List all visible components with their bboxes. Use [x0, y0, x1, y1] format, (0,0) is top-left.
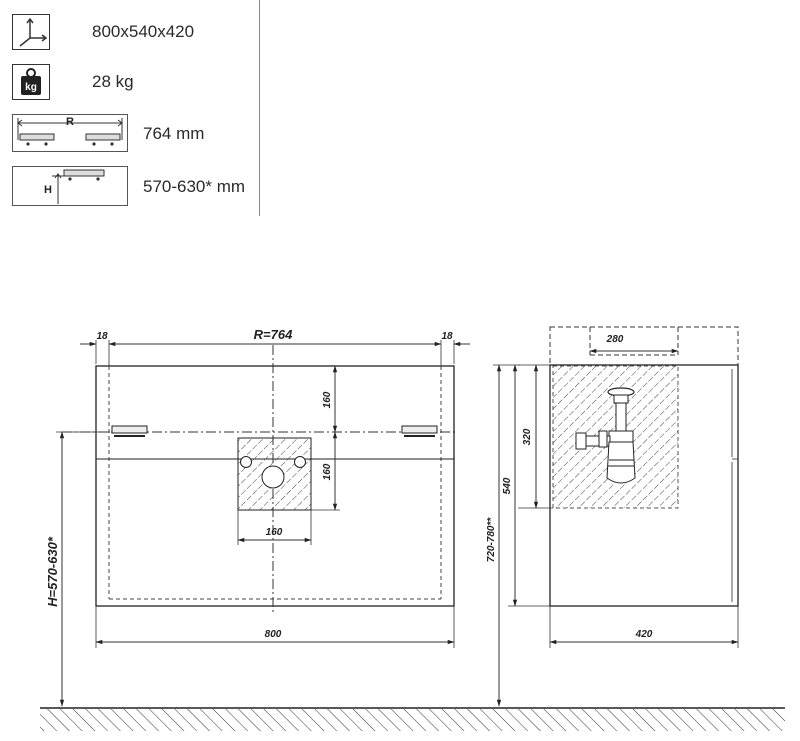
dimensions-text: 800x540x420	[92, 22, 195, 41]
height-320-label: 320	[522, 428, 533, 445]
rail-distance-icon: R	[12, 114, 128, 152]
weight-icon-label: kg	[25, 82, 37, 93]
margin-right-label: 18	[441, 331, 453, 342]
height-540-label: 540	[502, 477, 513, 494]
spec-dimensions: 800x540x420	[12, 14, 194, 50]
plumbing-cutout	[237, 437, 312, 511]
total-depth-label: 420	[635, 629, 653, 640]
height-lower-label: 160	[322, 463, 333, 480]
mount-height-label: H=570-630*	[45, 536, 60, 607]
weight-icon: kg	[12, 64, 50, 100]
total-height-label: 720-780**	[486, 517, 497, 563]
rail-icon-label: R	[66, 116, 74, 128]
mount-height-text: 570-630* mm	[143, 177, 246, 196]
rail-distance-label: R=764	[254, 327, 293, 342]
floor	[40, 707, 785, 731]
mount-height-icon: H	[12, 166, 128, 206]
spec-rail-distance: R 764 mm	[12, 114, 204, 152]
weight-text: 28 kg	[92, 72, 134, 91]
depth-top-label: 280	[606, 334, 624, 345]
right-rail	[401, 425, 438, 437]
front-view: 18 R=764 18 160 160 160 H=570-630* 800	[45, 327, 470, 707]
spec-mount-height: H 570-630* mm	[12, 166, 245, 206]
height-upper-label: 160	[322, 391, 333, 408]
siphon-icon	[575, 387, 636, 484]
side-view: 280 320 540	[486, 326, 739, 707]
left-rail	[111, 425, 148, 437]
rail-distance-text: 764 mm	[143, 124, 205, 143]
height-icon-label: H	[44, 184, 52, 196]
spec-weight: kg 28 kg	[12, 64, 134, 100]
total-width-label: 800	[265, 629, 282, 640]
cutout-width-label: 160	[266, 527, 283, 538]
basin-outline	[549, 326, 739, 366]
axes-icon	[12, 14, 50, 50]
spec-divider	[259, 0, 260, 216]
margin-left-label: 18	[96, 331, 108, 342]
